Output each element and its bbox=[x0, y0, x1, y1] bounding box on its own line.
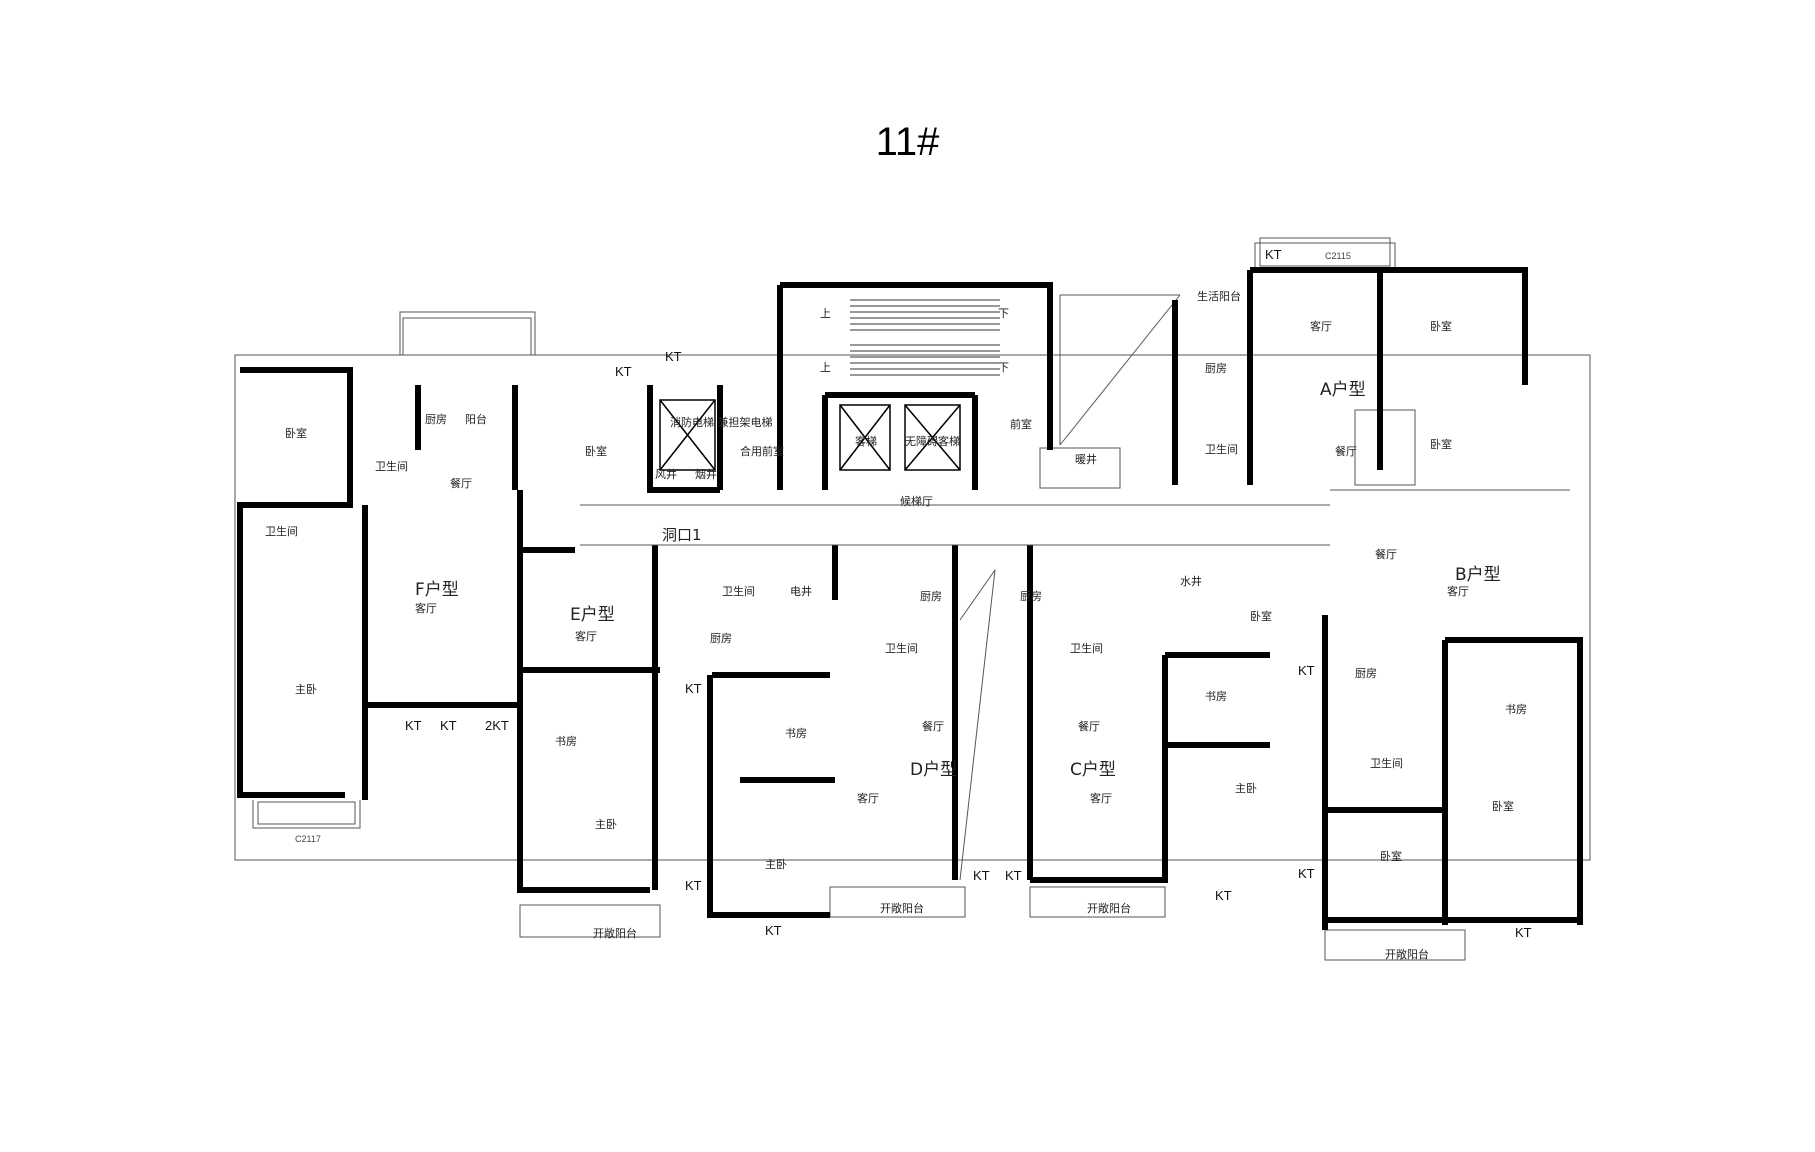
room-label: 主卧 bbox=[1235, 782, 1257, 795]
unit-c-label: C户型 bbox=[1070, 760, 1116, 780]
room-label: 开敞阳台 bbox=[1385, 947, 1429, 961]
walls bbox=[237, 267, 1583, 930]
room-label: 水井 bbox=[1180, 574, 1202, 588]
thin-outline bbox=[234, 237, 1591, 961]
room-label: 卧室 bbox=[285, 426, 307, 440]
room-label: 餐厅 bbox=[1078, 719, 1100, 733]
room-label: 合用前室 bbox=[740, 444, 784, 458]
stair-up-label: 上 bbox=[820, 307, 831, 320]
room-label: 客厅 bbox=[1090, 791, 1112, 805]
room-label: 书房 bbox=[1505, 703, 1527, 716]
building-title: 11# bbox=[875, 120, 940, 164]
ac-unit-label: KT bbox=[765, 923, 782, 938]
ac-unit-label: KT bbox=[1298, 663, 1315, 678]
unit-e-label: E户型 bbox=[570, 605, 615, 625]
room-label: 卫生间 bbox=[1370, 756, 1403, 770]
ac-unit-label: KT bbox=[1515, 925, 1532, 940]
room-label: 卫生间 bbox=[1070, 641, 1103, 655]
ac-unit-label: KT bbox=[665, 349, 682, 364]
elevator-shafts bbox=[659, 399, 961, 471]
unit-labels: A户型 B户型 C户型 D户型 E户型 F户型 bbox=[415, 380, 1501, 780]
room-label: 书房 bbox=[555, 735, 577, 748]
room-label: 卧室 bbox=[1430, 437, 1452, 451]
room-label: 卧室 bbox=[1380, 849, 1402, 863]
ac-unit-label: KT bbox=[685, 878, 702, 893]
ac-unit-label: KT bbox=[1298, 866, 1315, 881]
room-label: 厨房 bbox=[920, 590, 942, 603]
room-label: 主卧 bbox=[595, 818, 617, 831]
room-label: 厨房 bbox=[1355, 667, 1377, 680]
room-label: 主卧 bbox=[295, 683, 317, 696]
room-label: 卫生间 bbox=[265, 524, 298, 538]
window-labels: C2115 C2117 bbox=[295, 251, 1351, 844]
room-label: 餐厅 bbox=[1375, 547, 1397, 561]
room-labels: 卧室 阳台 厨房 卫生间 餐厅 卫生间 客厅 主卧 卧室 客厅 卫生间 厨房 书… bbox=[265, 289, 1527, 961]
unit-a-label: A户型 bbox=[1320, 380, 1366, 400]
room-label: 客厅 bbox=[1310, 319, 1332, 333]
stair-down-label: 下 bbox=[998, 361, 1009, 374]
room-label: 卧室 bbox=[585, 444, 607, 458]
room-label: 主卧 bbox=[765, 858, 787, 871]
room-label: 厨房 bbox=[425, 413, 447, 426]
room-label: 厨房 bbox=[710, 632, 732, 645]
room-label: 卧室 bbox=[1250, 609, 1272, 623]
room-label: 阳台 bbox=[465, 412, 487, 426]
room-label: 书房 bbox=[1205, 690, 1227, 703]
unit-d-label: D户型 bbox=[910, 760, 957, 780]
unit-f-label: F户型 bbox=[415, 580, 459, 600]
room-label: 卫生间 bbox=[885, 641, 918, 655]
room-label: 生活阳台 bbox=[1197, 289, 1241, 303]
room-label: 卫生间 bbox=[1205, 442, 1238, 456]
room-label: 卧室 bbox=[1430, 319, 1452, 333]
room-label: 前室 bbox=[1010, 417, 1032, 431]
ac-unit-label: KT bbox=[1215, 888, 1232, 903]
room-label: 开敞阳台 bbox=[1087, 901, 1131, 915]
stair-treads bbox=[850, 299, 1000, 376]
room-label: 暖井 bbox=[1075, 452, 1097, 466]
room-label: 开敞阳台 bbox=[593, 926, 637, 940]
room-label: 候梯厅 bbox=[900, 494, 933, 508]
room-label: 客梯 bbox=[855, 434, 877, 448]
room-label: 餐厅 bbox=[1335, 444, 1357, 458]
window-label: C2115 bbox=[1325, 251, 1351, 261]
room-label: 客厅 bbox=[415, 601, 437, 615]
stair-down-label: 下 bbox=[998, 307, 1009, 320]
ac-unit-label: KT bbox=[973, 868, 990, 883]
room-label: 风井 bbox=[655, 467, 677, 481]
room-label: 厨房 bbox=[1205, 362, 1227, 375]
room-label: 客厅 bbox=[1447, 584, 1469, 598]
room-label: 消防电梯 兼担架电梯 bbox=[670, 415, 773, 429]
ac-unit-label: KT bbox=[615, 364, 632, 379]
window-label: C2117 bbox=[295, 834, 321, 844]
room-label: 客厅 bbox=[857, 791, 879, 805]
room-label: 餐厅 bbox=[922, 719, 944, 733]
corridor-lines bbox=[580, 489, 1570, 546]
stair-up-label: 上 bbox=[820, 361, 831, 374]
room-label: 卫生间 bbox=[375, 459, 408, 473]
room-label: 开敞阳台 bbox=[880, 901, 924, 915]
ac-unit-label: KT bbox=[685, 681, 702, 696]
room-label: 客厅 bbox=[575, 629, 597, 643]
room-label: 卧室 bbox=[1492, 799, 1514, 813]
room-label: 餐厅 bbox=[450, 476, 472, 490]
room-label: 无障碍客梯 bbox=[905, 434, 960, 448]
room-label: 卫生间 bbox=[722, 584, 755, 598]
room-label: 厨房 bbox=[1020, 590, 1042, 603]
room-label: 书房 bbox=[785, 727, 807, 740]
ac-labels: KT KT KT KT KT 2KT KT KT KT KT KT KT KT … bbox=[405, 247, 1532, 940]
room-label: 电井 bbox=[790, 584, 812, 598]
ac-unit-label: 2KT bbox=[485, 718, 509, 733]
opening-label: 洞口1 bbox=[662, 526, 702, 544]
room-label: 烟井 bbox=[695, 467, 717, 481]
ac-unit-label: KT bbox=[405, 718, 422, 733]
ac-unit-label: KT bbox=[1265, 247, 1282, 262]
ac-unit-label: KT bbox=[1005, 868, 1022, 883]
unit-b-label: B户型 bbox=[1455, 565, 1501, 585]
ac-unit-label: KT bbox=[440, 718, 457, 733]
